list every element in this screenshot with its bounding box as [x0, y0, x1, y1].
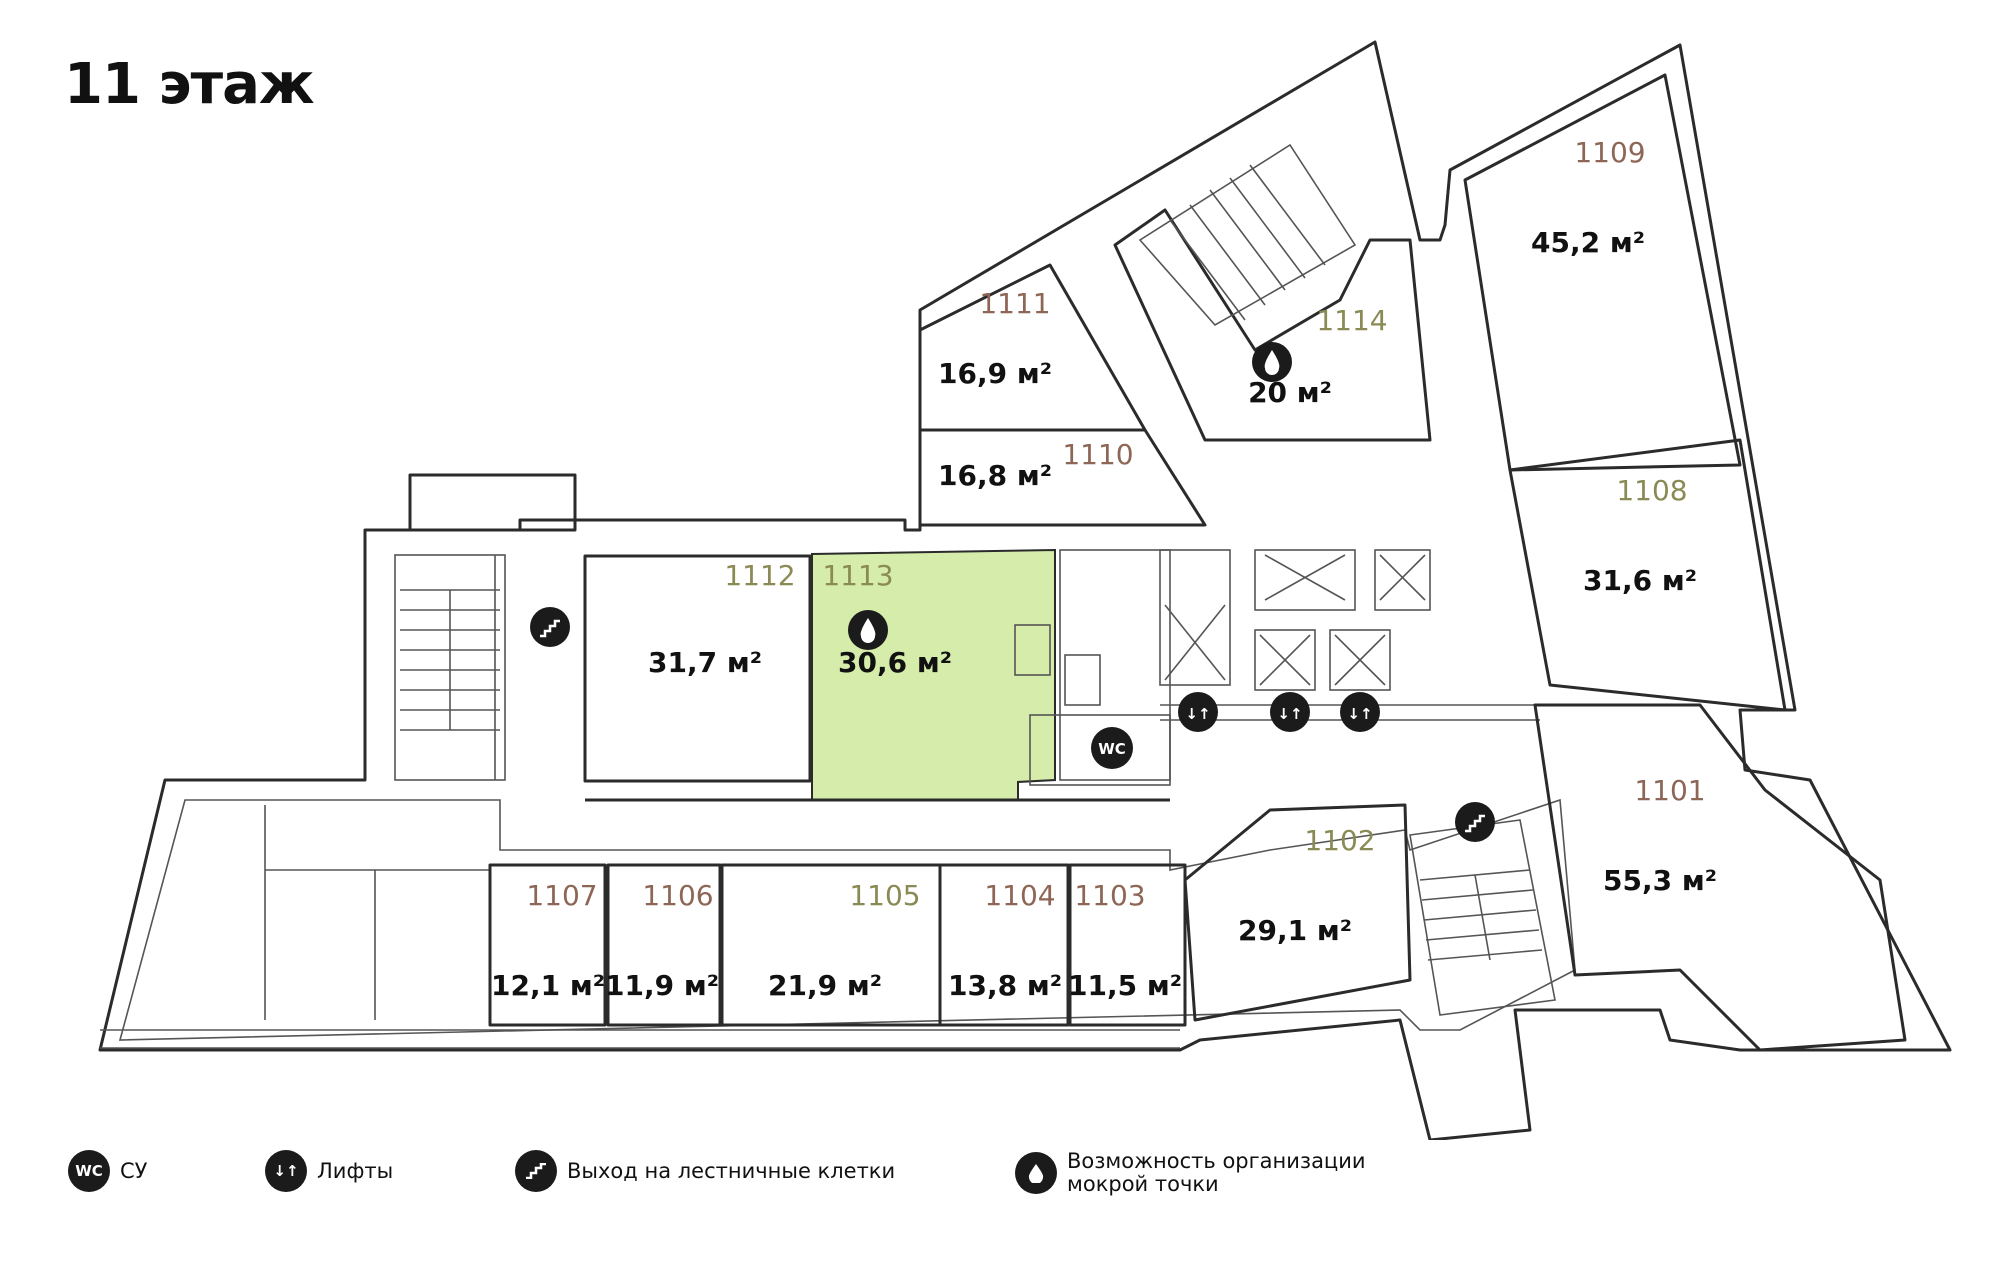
- room-number: 1108: [1616, 474, 1687, 507]
- stairs-icon: [530, 607, 570, 647]
- room-area: 16,9 м²: [938, 357, 1052, 390]
- room-walls: [488, 73, 1907, 1052]
- legend-water-label: Возможность организации мокрой точки: [1067, 1149, 1366, 1196]
- room-area: 29,1 м²: [1238, 914, 1352, 947]
- legend-stairs: Выход на лестничные клетки: [515, 1150, 895, 1192]
- room-number: 1113: [822, 559, 893, 592]
- room-area: 13,8 м²: [948, 969, 1062, 1002]
- wc-icon: WC: [1091, 727, 1133, 769]
- room-number: 1109: [1574, 136, 1645, 169]
- room-area: 55,3 м²: [1603, 864, 1717, 897]
- room-area: 30,6 м²: [838, 646, 952, 679]
- svg-text:↓↑: ↓↑: [1347, 705, 1372, 723]
- svg-text:↓↑: ↓↑: [1277, 705, 1302, 723]
- room-number: 1106: [642, 879, 713, 912]
- wc-icon: WC: [68, 1150, 110, 1192]
- water-drop-icon: [1252, 342, 1292, 382]
- legend-wc-label: СУ: [120, 1158, 148, 1183]
- room-area: 16,8 м²: [938, 459, 1052, 492]
- room-number: 1101: [1634, 774, 1705, 807]
- floor-plan: 1101 55,3 м² 1102 29,1 м² 1103 11,5 м² 1…: [98, 40, 1952, 1140]
- stairs-icon: [1455, 802, 1495, 842]
- room-number: 1107: [526, 879, 597, 912]
- room-area: 45,2 м²: [1531, 226, 1645, 259]
- room-area: 12,1 м²: [491, 969, 605, 1002]
- room-number: 1114: [1316, 304, 1387, 337]
- legend-lift: ↓↑ Лифты: [265, 1150, 393, 1192]
- room-number: 1102: [1304, 824, 1375, 857]
- legend-water: Возможность организации мокрой точки: [1015, 1150, 1407, 1196]
- room-area: 31,7 м²: [648, 646, 762, 679]
- room-number: 1112: [724, 559, 795, 592]
- room-number: 1103: [1074, 879, 1145, 912]
- lift-icon: ↓↑: [265, 1150, 307, 1192]
- room-labels: 1101 55,3 м² 1102 29,1 м² 1103 11,5 м² 1…: [491, 136, 1717, 1002]
- stairs-icon: [515, 1150, 557, 1192]
- room-area: 31,6 м²: [1583, 564, 1697, 597]
- water-drop-icon: [1015, 1152, 1057, 1194]
- room-number: 1104: [984, 879, 1055, 912]
- room-number: 1111: [979, 287, 1050, 320]
- lift-icon: ↓↑: [1178, 692, 1218, 732]
- left-wing: [100, 805, 1180, 1049]
- legend-lift-label: Лифты: [317, 1158, 394, 1183]
- room-area: 20 м²: [1248, 376, 1332, 409]
- svg-text:↓↑: ↓↑: [1185, 705, 1210, 723]
- left-stair-block: [394, 473, 577, 781]
- legend-stairs-label: Выход на лестничные клетки: [567, 1158, 896, 1183]
- page-title: 11 этаж: [64, 52, 315, 117]
- lift-icon: ↓↑: [1340, 692, 1380, 732]
- room-area: 11,5 м²: [1068, 969, 1182, 1002]
- room-area: 11,9 м²: [605, 969, 719, 1002]
- legend-wc: WC СУ: [68, 1150, 147, 1192]
- room-area: 21,9 м²: [768, 969, 882, 1002]
- svg-text:WC: WC: [1098, 740, 1126, 758]
- lift-icon: ↓↑: [1270, 692, 1310, 732]
- room-number: 1110: [1062, 438, 1133, 471]
- room-number: 1105: [849, 879, 920, 912]
- water-drop-icon: [848, 610, 888, 650]
- legend: WC СУ ↓↑ Лифты Выход на лестничные клетк…: [0, 1140, 2000, 1220]
